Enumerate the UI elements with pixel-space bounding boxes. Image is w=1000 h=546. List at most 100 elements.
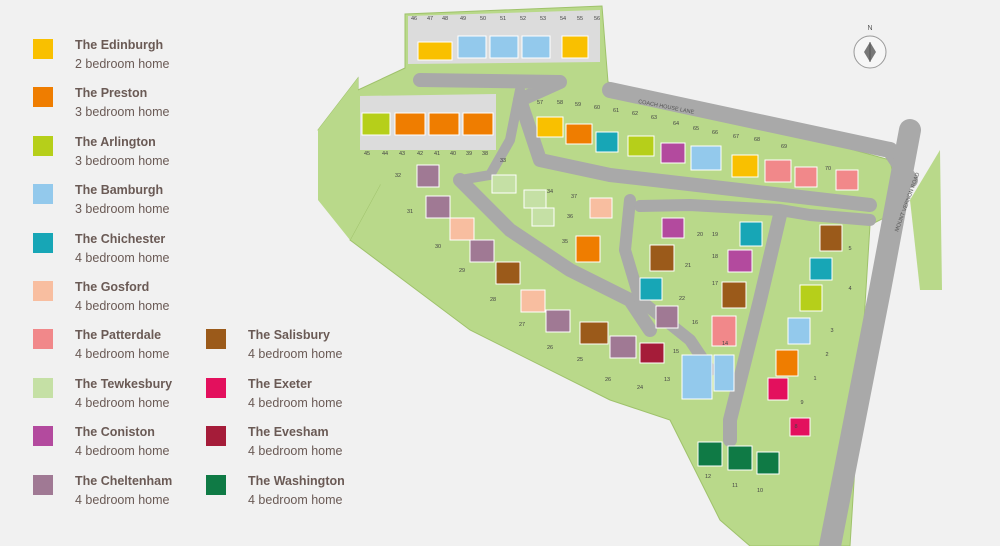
house-footprint [789, 417, 811, 437]
plot-number: 69 [781, 144, 787, 150]
house-footprint [731, 154, 759, 178]
house-type-bedrooms: 2 bedroom home [75, 57, 170, 71]
house-footprint [690, 145, 722, 171]
plot-number: 20 [697, 232, 703, 238]
plot-number: 31 [407, 209, 413, 215]
house-type-bedrooms: 4 bedroom home [248, 444, 343, 459]
plot-number: 62 [632, 111, 638, 117]
plot-number: 32 [395, 173, 401, 179]
legend-item: The Edinburgh 2 bedroom home [33, 38, 170, 73]
house-footprint [775, 349, 799, 377]
plot-number: 63 [651, 115, 657, 121]
house-footprint [545, 309, 571, 333]
plot-number: 28 [490, 297, 496, 303]
house-type-name: The Salisbury [248, 328, 330, 343]
house-footprint [491, 174, 517, 194]
plot-number: 53 [540, 16, 546, 22]
plot-number: 26 [547, 345, 553, 351]
plot-number: 30 [435, 244, 441, 250]
legend-item: The Gosford 4 bedroom home [33, 280, 170, 315]
compass: N [853, 25, 887, 69]
house-type-bedrooms: 4 bedroom home [75, 395, 170, 410]
house-type-bedrooms: 3 bedroom home [75, 153, 170, 168]
house-type-bedrooms: 4 bedroom home [75, 299, 170, 313]
legend-swatch [206, 377, 226, 398]
compass-north-label: N [867, 25, 872, 32]
house-footprint [711, 315, 737, 347]
house-footprint [531, 207, 555, 227]
house-footprint [425, 195, 451, 219]
plot-number: 45 [364, 151, 370, 157]
house-footprint [609, 335, 637, 359]
plot-number: 40 [450, 151, 456, 157]
house-type-bedrooms: 4 bedroom home [75, 347, 170, 362]
house-footprint [787, 317, 811, 345]
house-footprint [469, 239, 495, 263]
house-type-bedrooms: 3 bedroom home [75, 202, 170, 217]
building-plots [360, 94, 496, 150]
house-type-name: The Exeter [248, 376, 312, 391]
plot-number: 8 [794, 424, 797, 430]
plot-number: 54 [560, 16, 566, 22]
house-type-bedrooms: 4 bedroom home [75, 444, 170, 459]
plot-number: 60 [594, 105, 600, 111]
house-footprint [457, 35, 487, 59]
legend-swatch [33, 281, 53, 301]
plot-number: 59 [575, 102, 581, 108]
house-type-name: The Coniston [75, 425, 155, 440]
plot-number: 67 [733, 134, 739, 140]
legend-swatch [33, 377, 53, 398]
house-footprint [713, 354, 735, 392]
plot-number: 47 [427, 16, 433, 22]
plot-number: 2 [825, 352, 828, 358]
plot-number: 1 [813, 376, 816, 382]
house-footprint [520, 289, 546, 313]
house-footprint [681, 354, 713, 400]
plot-number: 58 [557, 100, 563, 106]
plot-number: 13 [664, 377, 670, 383]
plot-number: 17 [712, 281, 718, 287]
plot-number: 15 [673, 349, 679, 355]
house-type-name: The Gosford [75, 280, 150, 294]
house-footprint [727, 445, 753, 471]
plot-number: 12 [705, 474, 711, 480]
roads [413, 73, 921, 546]
plot-number: 24 [637, 385, 643, 391]
legend-item: The Coniston 4 bedroom home [33, 425, 170, 460]
plot-number: 9 [800, 400, 803, 406]
house-footprint [416, 164, 440, 188]
plot-number: 70 [825, 166, 831, 172]
legend-swatch [33, 135, 53, 156]
plot-number: 37 [571, 194, 577, 200]
house-footprint [565, 123, 593, 145]
house-footprint [523, 189, 547, 209]
plot-number: 56 [594, 16, 600, 22]
house-footprint [639, 342, 665, 364]
house-footprint [819, 224, 843, 252]
house-type-name: The Edinburgh [75, 38, 164, 52]
plot-number: 68 [754, 137, 760, 143]
house-footprint [627, 135, 655, 157]
plot-number: 14 [722, 341, 728, 347]
house-footprint [739, 221, 763, 247]
plot-number: 29 [459, 268, 465, 274]
house-footprint [449, 217, 475, 241]
plot-number: 18 [712, 254, 718, 260]
house-footprint [462, 112, 494, 136]
plot-number: 38 [482, 151, 488, 157]
house-footprint [394, 112, 426, 136]
house-footprint [495, 261, 521, 285]
plot-number: 27 [519, 322, 525, 328]
house-footprint [661, 217, 685, 239]
plot-number: 5 [848, 246, 851, 252]
legend-swatch [33, 184, 53, 205]
legend-swatch [33, 87, 53, 108]
